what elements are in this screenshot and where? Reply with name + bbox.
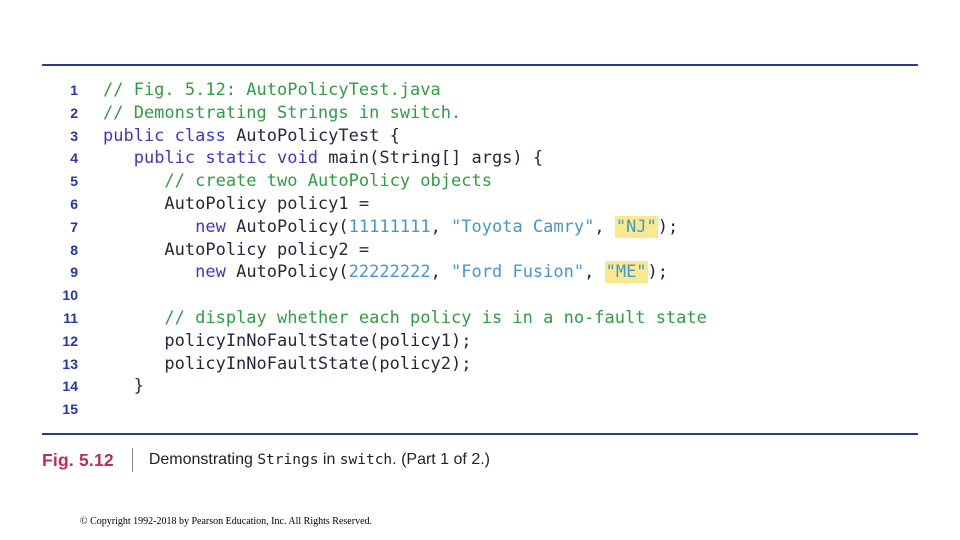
code-line: 14 }: [42, 375, 922, 398]
top-rule: [42, 64, 918, 66]
code-segment-code: [103, 308, 164, 328]
line-number: 9: [70, 264, 78, 281]
caption-segment: . (Part 1 of 2.): [392, 451, 490, 468]
code-line: 6 AutoPolicy policy1 =: [42, 193, 922, 216]
code-text: }: [103, 375, 144, 398]
code-text: public static void main(String[] args) {: [103, 147, 543, 170]
code-segment-code: ,: [430, 216, 452, 237]
code-segment-code: policyInNoFaultState(policy2);: [103, 353, 472, 374]
code-segment-code: }: [103, 376, 144, 397]
code-segment-highlight: "ME": [604, 261, 648, 284]
code-text: new AutoPolicy(22222222, "Ford Fusion", …: [103, 261, 668, 284]
code-segment-comment: // Fig. 5.12: AutoPolicyTest.java: [103, 80, 441, 100]
code-line: 9 new AutoPolicy(22222222, "Ford Fusion"…: [42, 261, 922, 284]
code-line: 11 // display whether each policy is in …: [42, 307, 922, 330]
figure-label: Fig. 5.12: [42, 449, 114, 470]
code-segment-code: AutoPolicy policy2 =: [103, 239, 370, 260]
code-segment-literal: "Toyota Camry": [451, 216, 595, 237]
code-segment-literal: 22222222: [348, 262, 431, 283]
figure-caption: Fig. 5.12 Demonstrating Strings in switc…: [42, 447, 490, 473]
code-segment-code: AutoPolicy(: [225, 262, 349, 283]
line-number: 8: [70, 241, 78, 258]
code-text: // Fig. 5.12: AutoPolicyTest.java: [103, 79, 441, 102]
code-segment-code: ,: [584, 262, 605, 283]
code-text: AutoPolicy policy2 =: [103, 239, 369, 262]
code-segment-code: main(String[] args) {: [317, 148, 544, 169]
line-number: 2: [70, 104, 78, 121]
line-number: 10: [62, 287, 78, 304]
code-segment-code: [103, 171, 164, 191]
code-line: 13 policyInNoFaultState(policy2);: [42, 353, 922, 376]
caption-segment: switch: [339, 452, 393, 468]
code-text: AutoPolicy policy1 =: [103, 193, 369, 216]
code-listing: 1 // Fig. 5.12: AutoPolicyTest.java 2 // De…: [42, 79, 922, 421]
code-segment-keyword: public class: [103, 125, 226, 146]
code-text: // Demonstrating Strings in switch.: [103, 102, 461, 125]
code-line: 12 policyInNoFaultState(policy1);: [42, 330, 922, 353]
line-number: 12: [62, 332, 78, 349]
caption-separator: [131, 448, 133, 472]
code-line: 5 // create two AutoPolicy objects: [42, 170, 922, 193]
code-segment-code: );: [647, 262, 669, 283]
line-number: 5: [70, 173, 78, 190]
code-segment-code: ,: [594, 216, 615, 237]
code-line: 4 public static void main(String[] args)…: [42, 147, 922, 170]
line-number: 13: [62, 355, 78, 372]
line-number: 3: [70, 127, 78, 144]
code-segment-code: AutoPolicy policy1 =: [103, 193, 370, 214]
code-text: public class AutoPolicyTest {: [103, 125, 400, 148]
caption-text: Demonstrating Strings in switch. (Part 1…: [149, 451, 490, 469]
code-text: new AutoPolicy(11111111, "Toyota Camry",…: [103, 215, 679, 239]
code-line: 7 new AutoPolicy(11111111, "Toyota Camry…: [42, 215, 922, 239]
line-number: 1: [70, 82, 78, 98]
code-segment-code: [103, 148, 134, 168]
line-number: 7: [70, 218, 78, 235]
code-segment-code: );: [657, 216, 679, 237]
caption-segment: in: [318, 451, 340, 468]
line-number: 15: [62, 401, 78, 418]
code-segment-comment: // create two AutoPolicy objects: [164, 171, 492, 192]
code-line: 1 // Fig. 5.12: AutoPolicyTest.java: [42, 79, 922, 102]
code-segment-code: AutoPolicyTest {: [225, 125, 400, 146]
bottom-rule: [42, 433, 918, 435]
line-number: 11: [63, 309, 78, 326]
code-segment-literal: "Ford Fusion": [451, 262, 585, 283]
code-segment-literal: 11111111: [348, 216, 431, 237]
code-text: // display whether each policy is in a n…: [103, 307, 707, 330]
code-text: policyInNoFaultState(policy2);: [103, 353, 471, 376]
code-segment-code: policyInNoFaultState(policy1);: [103, 330, 472, 351]
code-segment-keyword: new: [195, 216, 226, 237]
code-segment-code: [103, 262, 195, 282]
code-line: 15: [42, 398, 922, 421]
line-number: 4: [70, 150, 78, 167]
code-text: policyInNoFaultState(policy1);: [103, 330, 471, 353]
code-text: // create two AutoPolicy objects: [103, 170, 492, 193]
code-segment-keyword: public static void: [133, 148, 318, 169]
caption-segment: Demonstrating: [148, 451, 258, 468]
code-segment-code: AutoPolicy(: [225, 216, 349, 237]
code-segment-comment: // display whether each policy is in a n…: [164, 307, 707, 328]
line-number: 6: [70, 195, 78, 212]
code-line: 2 // Demonstrating Strings in switch.: [42, 102, 922, 125]
code-segment-comment: // Demonstrating Strings in switch.: [103, 102, 462, 123]
code-line: 8 AutoPolicy policy2 =: [42, 239, 922, 262]
code-line: 10: [42, 284, 922, 307]
line-number: 14: [62, 378, 78, 395]
code-segment-code: [103, 217, 195, 237]
code-segment-keyword: new: [195, 262, 226, 283]
copyright-notice: © Copyright 1992-2018 by Pearson Educati…: [80, 516, 373, 527]
caption-segment: Strings: [257, 452, 319, 468]
code-segment-highlight: "NJ": [614, 215, 658, 238]
code-segment-code: ,: [430, 262, 452, 283]
code-line: 3 public class AutoPolicyTest {: [42, 125, 922, 148]
